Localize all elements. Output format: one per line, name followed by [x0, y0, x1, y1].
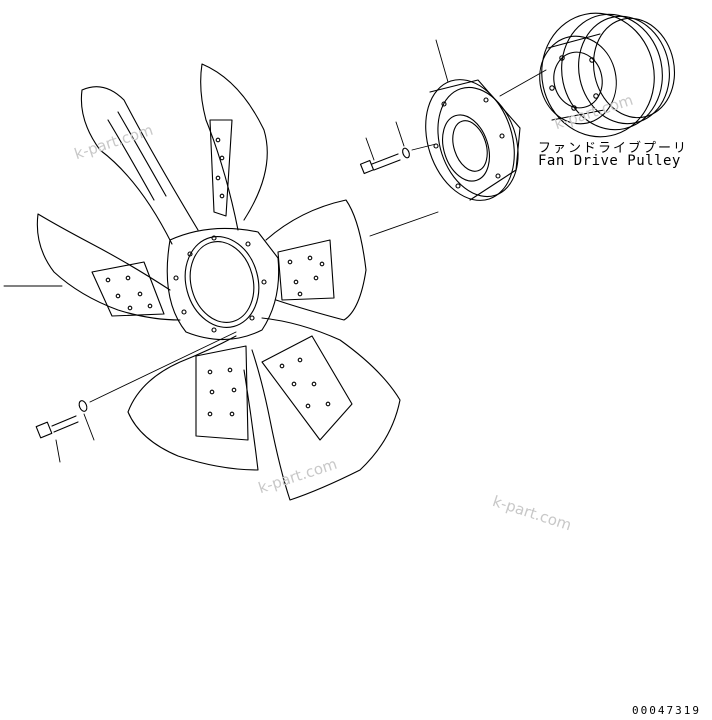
pulley-label-english: Fan Drive Pulley	[538, 153, 681, 169]
fan-drive-pulley	[539, 12, 676, 138]
drawing-number: 00047319	[632, 704, 701, 717]
cooling-fan	[36, 63, 401, 501]
leader-lines	[3, 39, 547, 463]
pulley-label-japanese: ファンドライブプーリ	[538, 141, 689, 156]
fan-spacer	[425, 79, 521, 201]
bolt-upper	[359, 147, 410, 175]
bolt-lower	[35, 400, 88, 439]
